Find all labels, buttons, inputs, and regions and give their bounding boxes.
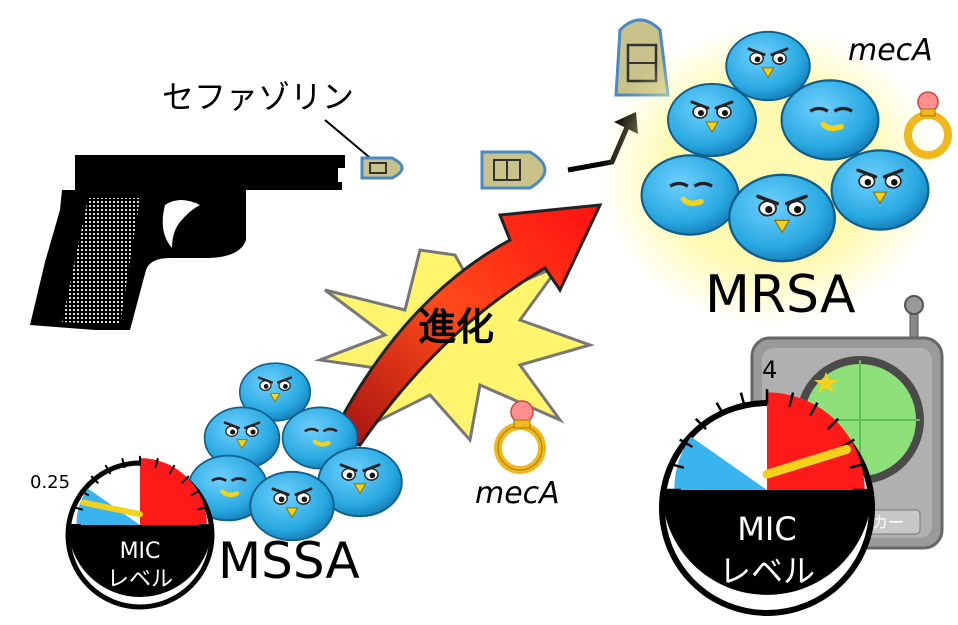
gauge-tick (181, 475, 190, 484)
mrsa-bird-cluster (600, 25, 940, 325)
detector-button-label: カー (872, 513, 904, 532)
mic-small-value: 0.25 (30, 472, 70, 493)
gauge-tick (669, 462, 685, 469)
drug-leader-line (324, 119, 376, 163)
evolution-label: 進化 (418, 305, 494, 349)
gauge-tick (154, 457, 159, 469)
cefazolin-bullet-icon (360, 156, 404, 180)
gauge-tick (190, 489, 201, 497)
mssa-label: MSSA (218, 532, 360, 590)
mic-gauge-large (659, 389, 875, 616)
meca-label-top: mecA (848, 33, 933, 68)
mic-small-line2: レベル (107, 567, 173, 592)
gauge-tick (79, 489, 90, 497)
gauge-tick (121, 457, 126, 469)
gauge-tick (715, 402, 726, 417)
mic-large-line2: レベル (719, 552, 815, 590)
mrsa-label: MRSA (705, 265, 856, 325)
gauge-tick (739, 392, 746, 408)
drug-label: セファゾリン (162, 78, 354, 116)
meca-label-middle: mecA (475, 476, 560, 511)
gauge-needle (80, 499, 143, 518)
gauge-needle (762, 444, 852, 479)
gauge-tick (196, 506, 208, 511)
pistol-icon (30, 155, 345, 330)
mic-large-line1: MIC (737, 510, 796, 548)
meca-ring-icon (904, 91, 952, 159)
gauge-tick (826, 417, 840, 431)
gauge-tick (104, 464, 112, 475)
gauge-tick (849, 462, 865, 469)
gauge-tick (72, 506, 84, 511)
gauge-tick (808, 402, 819, 417)
mic-gauge-small (65, 455, 215, 610)
evolution-arrow (327, 203, 603, 447)
meca-ring-icon (494, 400, 546, 474)
cefazolin-bullet-icon (480, 150, 547, 190)
gauge-tick (788, 392, 795, 408)
mic-small-line1: MIC (120, 539, 161, 564)
gauge-tick (168, 464, 176, 475)
gauge-tick (90, 475, 99, 484)
detector-value: 4 (762, 356, 777, 384)
gauge-tick (694, 417, 708, 431)
gauge-tick (679, 438, 694, 449)
star-icon (814, 372, 838, 393)
